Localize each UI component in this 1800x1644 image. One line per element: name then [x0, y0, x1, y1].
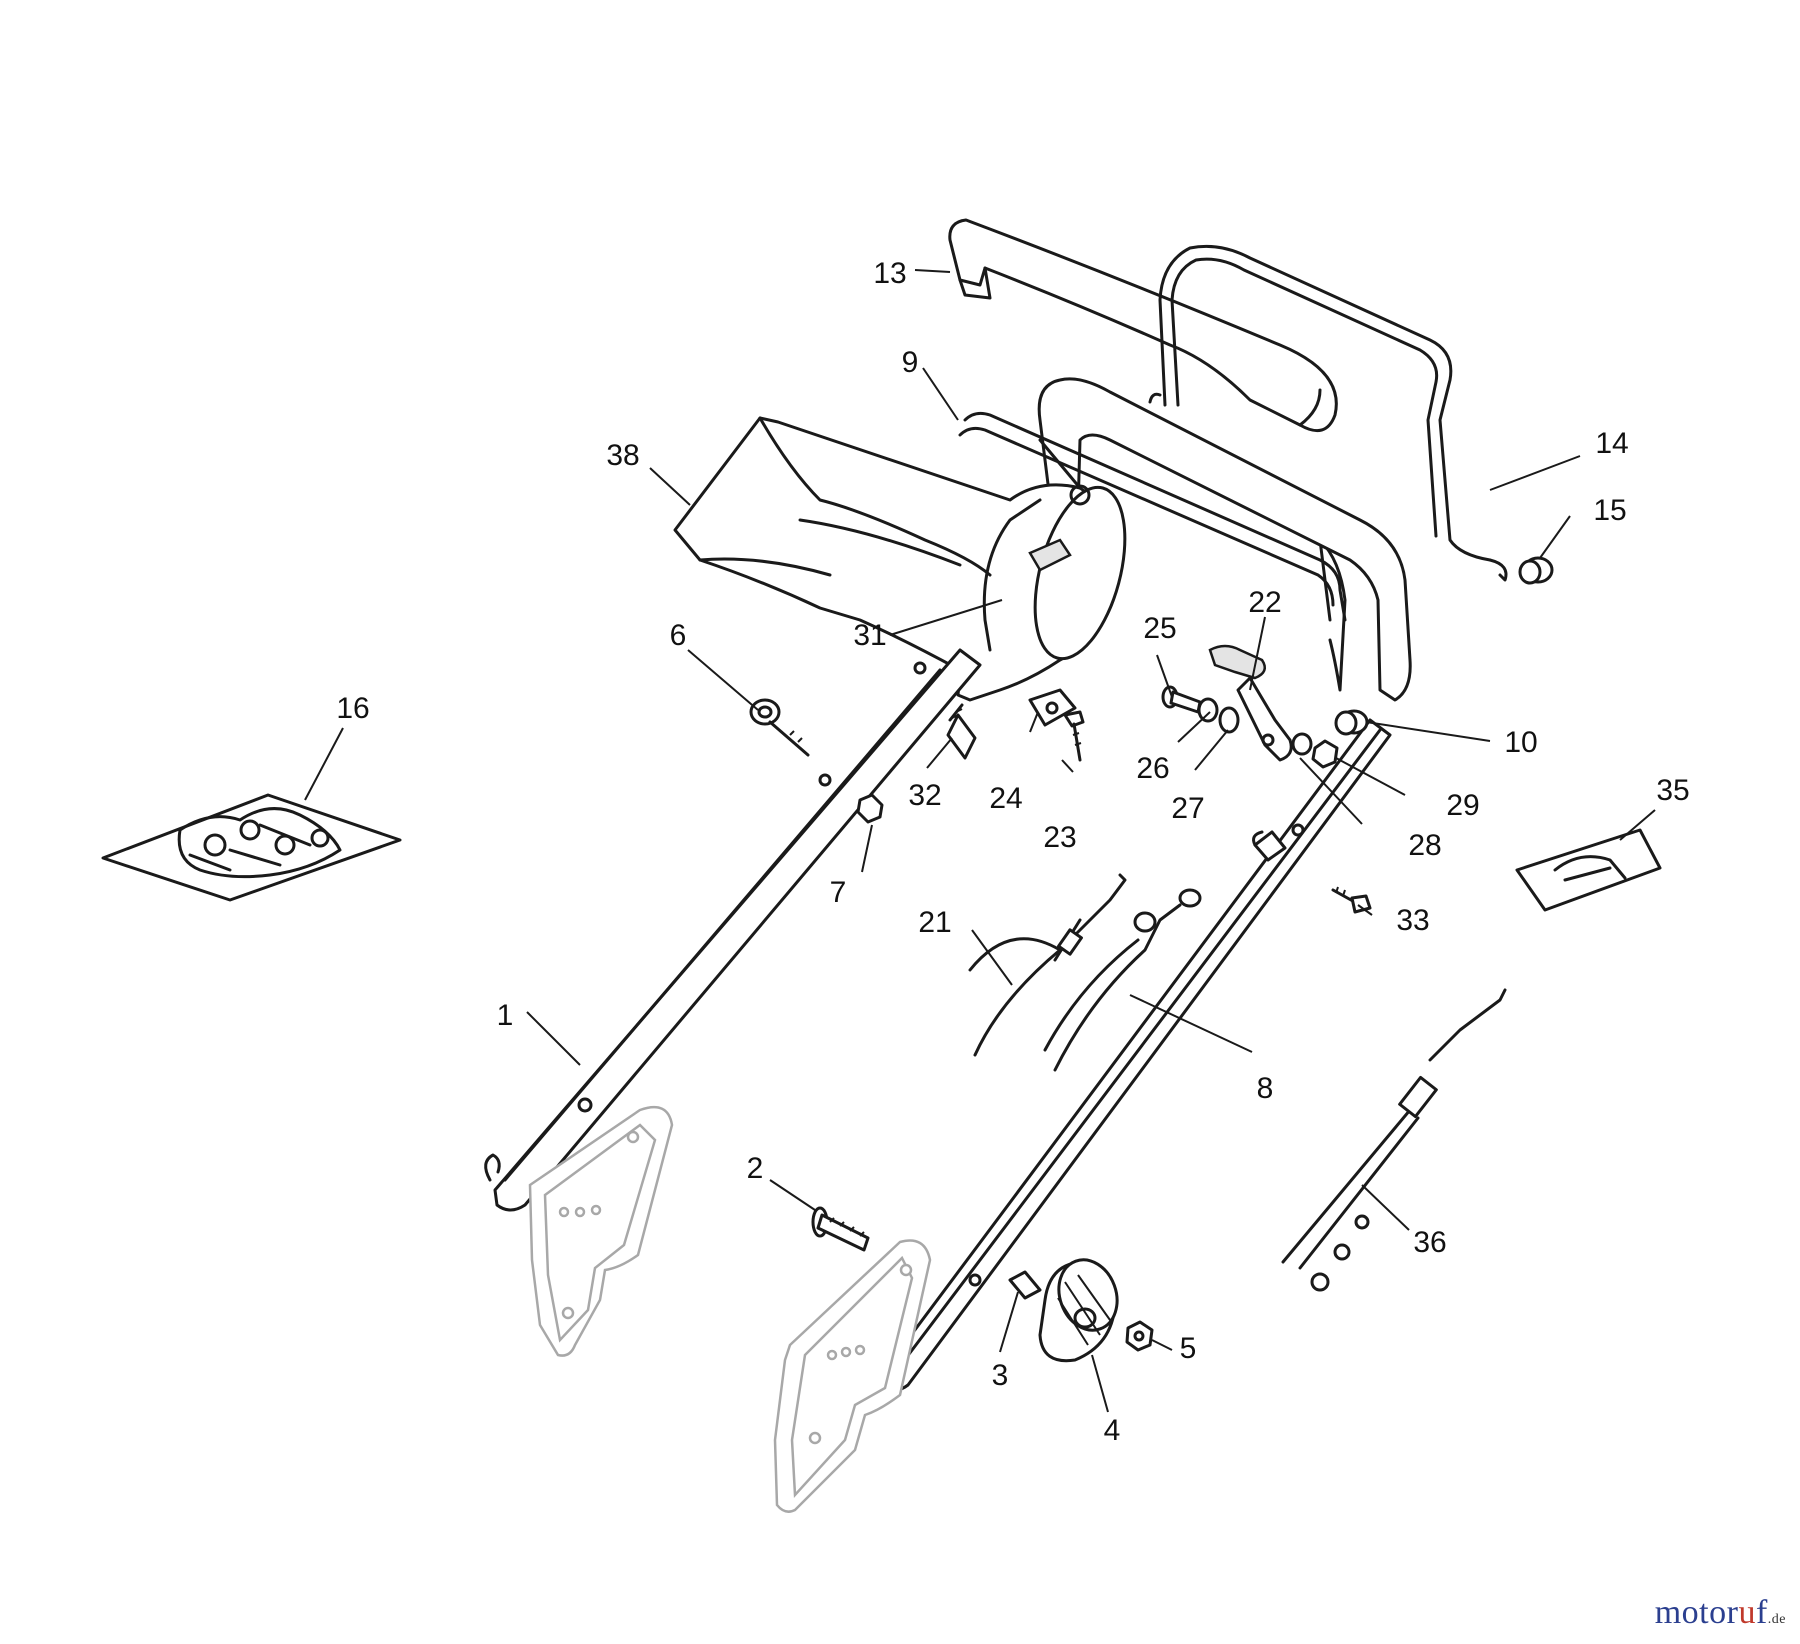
throttle-lever-part	[1208, 644, 1293, 762]
callout-labels: 1 2 3 4 5 6 7 8 9 10 13 14 15 16 21 22 2…	[336, 257, 1689, 1447]
callout-33: 33	[1396, 904, 1429, 937]
locking-nut-part	[856, 793, 884, 824]
hardware-kit-bag-part	[101, 793, 402, 902]
callout-5: 5	[1180, 1332, 1197, 1365]
adjusting-screw-part	[946, 703, 977, 760]
callout-26: 26	[1136, 752, 1169, 785]
left-bracket-plate-part	[528, 1105, 674, 1357]
callout-16: 16	[336, 692, 369, 725]
washer-27-part	[1218, 706, 1240, 734]
leader-lines	[304, 269, 1656, 1413]
drive-cable-part	[1043, 888, 1202, 1072]
callout-7: 7	[830, 876, 847, 909]
bail-lever-part	[1148, 244, 1508, 582]
brake-cable-part	[1281, 988, 1507, 1292]
cable-spacer-part	[1334, 709, 1369, 736]
callout-32: 32	[908, 779, 941, 812]
handle-console-cover-part	[673, 416, 1127, 702]
callout-28: 28	[1408, 829, 1441, 862]
washer-26-part	[1197, 697, 1219, 723]
callout-21: 21	[918, 906, 951, 939]
pivot-bolt-part	[1161, 685, 1202, 714]
callout-9: 9	[902, 346, 919, 379]
eye-bolt-part	[749, 698, 810, 757]
callout-2: 2	[747, 1152, 764, 1185]
callout-4: 4	[1104, 1414, 1121, 1447]
inner-handle-bar-part	[958, 377, 1412, 702]
callout-15: 15	[1593, 494, 1626, 527]
self-tapping-screw-part	[1063, 710, 1085, 762]
throttle-cable-part	[968, 873, 1127, 1057]
hex-nut-part	[1125, 1320, 1154, 1352]
mounting-screw-part	[1331, 886, 1372, 914]
callout-1: 1	[497, 999, 514, 1032]
carriage-bolt-part	[811, 1206, 870, 1252]
callout-14: 14	[1595, 427, 1628, 460]
nut-29-part	[1311, 739, 1339, 769]
callout-24: 24	[989, 782, 1022, 815]
callout-6: 6	[670, 619, 687, 652]
callout-35: 35	[1656, 774, 1689, 807]
callout-25: 25	[1143, 612, 1176, 645]
upper-handle-bar-part	[948, 218, 1338, 433]
callout-31: 31	[853, 619, 886, 652]
callout-29: 29	[1446, 789, 1479, 822]
handle-knob-part	[1038, 1258, 1119, 1363]
watermark-logo: motoruf.de	[1655, 1594, 1786, 1632]
callout-23: 23	[1043, 821, 1076, 854]
callout-36: 36	[1413, 1226, 1446, 1259]
small-kit-bag-part	[1515, 828, 1662, 912]
washer-28-part	[1291, 732, 1313, 756]
cable-clip-part	[1028, 688, 1077, 727]
small-screw-part	[1008, 1270, 1042, 1300]
callout-3: 3	[992, 1359, 1009, 1392]
watermark-text: motoruf	[1654, 1594, 1768, 1631]
right-bracket-plate-part	[773, 1239, 932, 1513]
left-handle-tube-part	[484, 648, 982, 1212]
callout-22: 22	[1248, 586, 1281, 619]
callout-13: 13	[873, 257, 906, 290]
bail-knob-part	[1518, 556, 1554, 585]
callout-27: 27	[1171, 792, 1204, 825]
callout-10: 10	[1504, 726, 1537, 759]
watermark-tld: .de	[1767, 1612, 1786, 1627]
cable-guide-part	[1252, 830, 1287, 862]
callout-38: 38	[606, 439, 639, 472]
callout-8: 8	[1257, 1072, 1274, 1105]
